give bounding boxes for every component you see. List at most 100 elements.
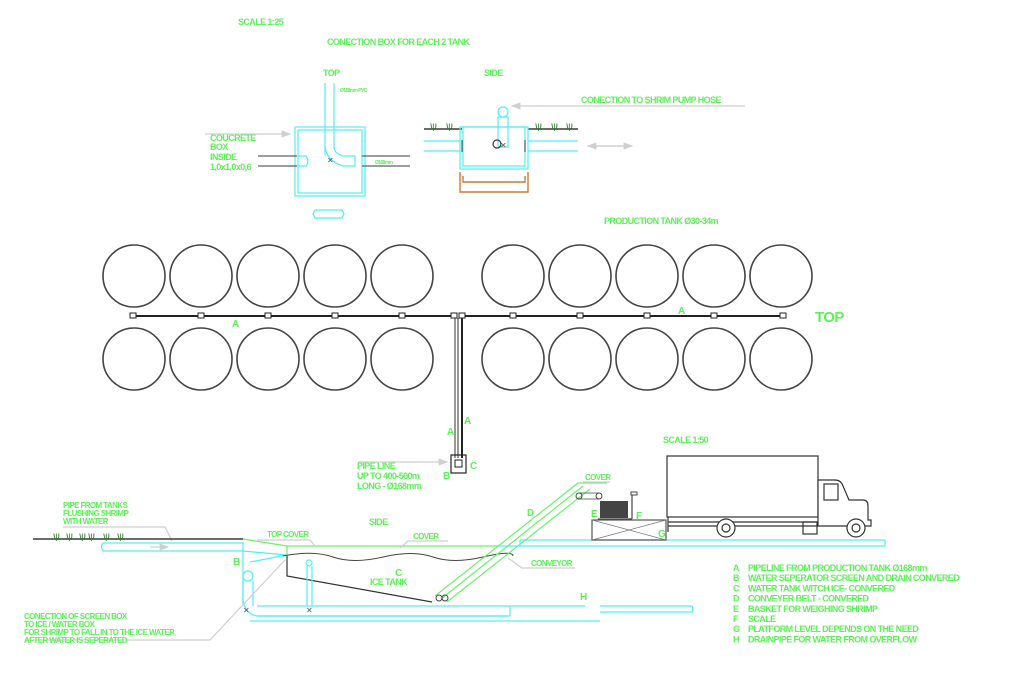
flush-label-2: FLUSHING SHRIMP xyxy=(63,509,129,518)
production-tanks xyxy=(102,244,813,391)
concrete-box-label-4: 1,0x1,0x0,6 xyxy=(210,162,252,172)
marker-a-right: A xyxy=(464,416,471,427)
legend-key: A xyxy=(733,563,740,573)
legend-key: F xyxy=(733,614,739,624)
svg-text:ѱ: ѱ xyxy=(551,121,558,132)
pvc-label: Ø168mm PVC xyxy=(340,88,368,94)
legend-key: E xyxy=(733,604,739,614)
production-tank xyxy=(615,244,679,308)
legend-text: PLATFORM LEVEL DEPENDS ON THE NEED xyxy=(748,624,919,634)
legend-text: WATER TANK WITCH ICE- CONVERED xyxy=(748,583,896,593)
production-tank xyxy=(102,327,166,391)
pipeline-valve xyxy=(129,312,137,319)
pipeline-valves xyxy=(129,312,787,319)
pipeline-valve xyxy=(331,312,339,319)
production-tank xyxy=(682,327,746,391)
ice-tank: ✕ C ICE TANK SIDE TOP COVER COVER H xyxy=(250,517,694,622)
production-tank xyxy=(303,327,367,391)
screen-note-3: FOR SHRIMP TO FALL IN TO THE ICE WATER xyxy=(24,628,175,637)
separator-box xyxy=(450,454,467,474)
pipeline-valve xyxy=(779,312,787,319)
svg-text:ѱ: ѱ xyxy=(446,121,453,132)
svg-text:ѱ: ѱ xyxy=(103,531,110,542)
legend-text: CONVEYER BELT - CONVERED xyxy=(748,594,870,604)
svg-text:ѱ: ѱ xyxy=(53,531,60,542)
pipe-line-label-2: UP TO 400-500m xyxy=(357,471,420,481)
pipeline-valve xyxy=(643,312,651,319)
pipeline-valve xyxy=(509,312,517,319)
pipe-diameter-label: Ø168mm xyxy=(375,160,394,166)
side-label: SIDE xyxy=(369,517,388,527)
production-tank xyxy=(370,327,434,391)
legend-text: SCALE xyxy=(748,614,776,624)
production-tank xyxy=(749,327,813,391)
pump-hose-label: CONECTION TO SHRIM PUMP HOSE xyxy=(581,95,721,105)
pipeline-valve xyxy=(398,312,406,319)
top-cover-label: TOP COVER xyxy=(267,530,309,539)
svg-text:ѱ: ѱ xyxy=(566,121,573,132)
screen-note-2: TO ICE / WATER BOX xyxy=(24,620,96,629)
marker-h: H xyxy=(580,592,587,603)
production-tank xyxy=(303,244,367,308)
pipe-line-label-1: PIPE LINE xyxy=(357,461,396,471)
marker-e: E xyxy=(591,509,598,520)
pipe-line-label-3: LONG - Ø168mm xyxy=(357,481,422,491)
ice-tank-label: ICE TANK xyxy=(370,577,408,587)
marker-b-top: B xyxy=(443,471,450,482)
legend-text: BASKET FOR WEIGHING SHRIMP xyxy=(748,604,878,614)
pipeline-marker-right: A xyxy=(678,306,685,317)
production-tank xyxy=(236,327,300,391)
conveyor-cover-label: COVER xyxy=(585,473,611,482)
production-tank xyxy=(548,244,612,308)
production-tank xyxy=(236,244,300,308)
svg-text:ѱ: ѱ xyxy=(79,531,86,542)
ice-tank-marker: C xyxy=(395,568,402,579)
basket xyxy=(600,501,628,518)
legend-key: H xyxy=(733,634,739,644)
production-tank xyxy=(615,327,679,391)
marker-d: D xyxy=(527,508,534,519)
weighing-platform: E F G xyxy=(591,491,667,541)
production-tank xyxy=(682,244,746,308)
production-tank xyxy=(102,244,166,308)
production-tank xyxy=(370,244,434,308)
production-tank xyxy=(169,327,233,391)
flush-label-1: PIPE FROM TANKS xyxy=(63,501,128,510)
legend-key: C xyxy=(733,583,740,593)
screen-note-4: AFTER WATER IS SEPERATED xyxy=(24,636,128,645)
production-tank xyxy=(749,244,813,308)
concrete-box-label-1: COUCRETE xyxy=(210,133,256,143)
conveyor-label: CONVEYOR xyxy=(531,559,573,568)
production-tank xyxy=(481,327,545,391)
production-tank xyxy=(169,244,233,308)
concrete-box-label-2: BOX xyxy=(210,142,228,152)
production-tank-label: PRODUCTION TANK Ø30-34m xyxy=(604,216,719,226)
flush-pipe: PIPE FROM TANKS FLUSHING SHRIMP WITH WAT… xyxy=(33,501,244,552)
legend-key: G xyxy=(733,624,740,634)
side-view-label: SIDE xyxy=(484,68,503,78)
marker-b-side: B xyxy=(233,557,240,568)
connection-box-title: CONECTION BOX FOR EACH 2 TANK xyxy=(327,37,471,47)
scale-side-label: SCALE 1:50 xyxy=(663,435,709,445)
svg-text:ѱ: ѱ xyxy=(88,531,95,542)
pipeline-valve xyxy=(710,312,718,319)
scale-top-label: SCALE 1:25 xyxy=(238,17,284,27)
screen-note-1: CONECTION OF SCREEN BOX xyxy=(24,612,128,621)
svg-text:ѱ: ѱ xyxy=(535,121,542,132)
separator-side: ✕ B xyxy=(25,538,585,641)
conveyor-belt: D COVER CONVEYOR xyxy=(434,473,886,603)
valve-b-icon: ✕ xyxy=(243,606,250,615)
production-tank xyxy=(481,244,545,308)
valve-icon: ✕ xyxy=(327,156,334,165)
legend-key: D xyxy=(733,594,740,604)
marker-a-left: A xyxy=(447,427,454,438)
pipeline-valve xyxy=(450,312,458,319)
marker-f: F xyxy=(636,511,642,522)
marker-c-top: C xyxy=(470,461,477,472)
pipeline-valve xyxy=(458,312,466,319)
connection-box-top-view: Ø168mm PVC ✕ Ø168mm COUCRETE BOX INSIDE … xyxy=(205,83,410,219)
legend-text: PIPELINE FROM PRODUCTION TANK Ø168mm xyxy=(748,563,927,573)
